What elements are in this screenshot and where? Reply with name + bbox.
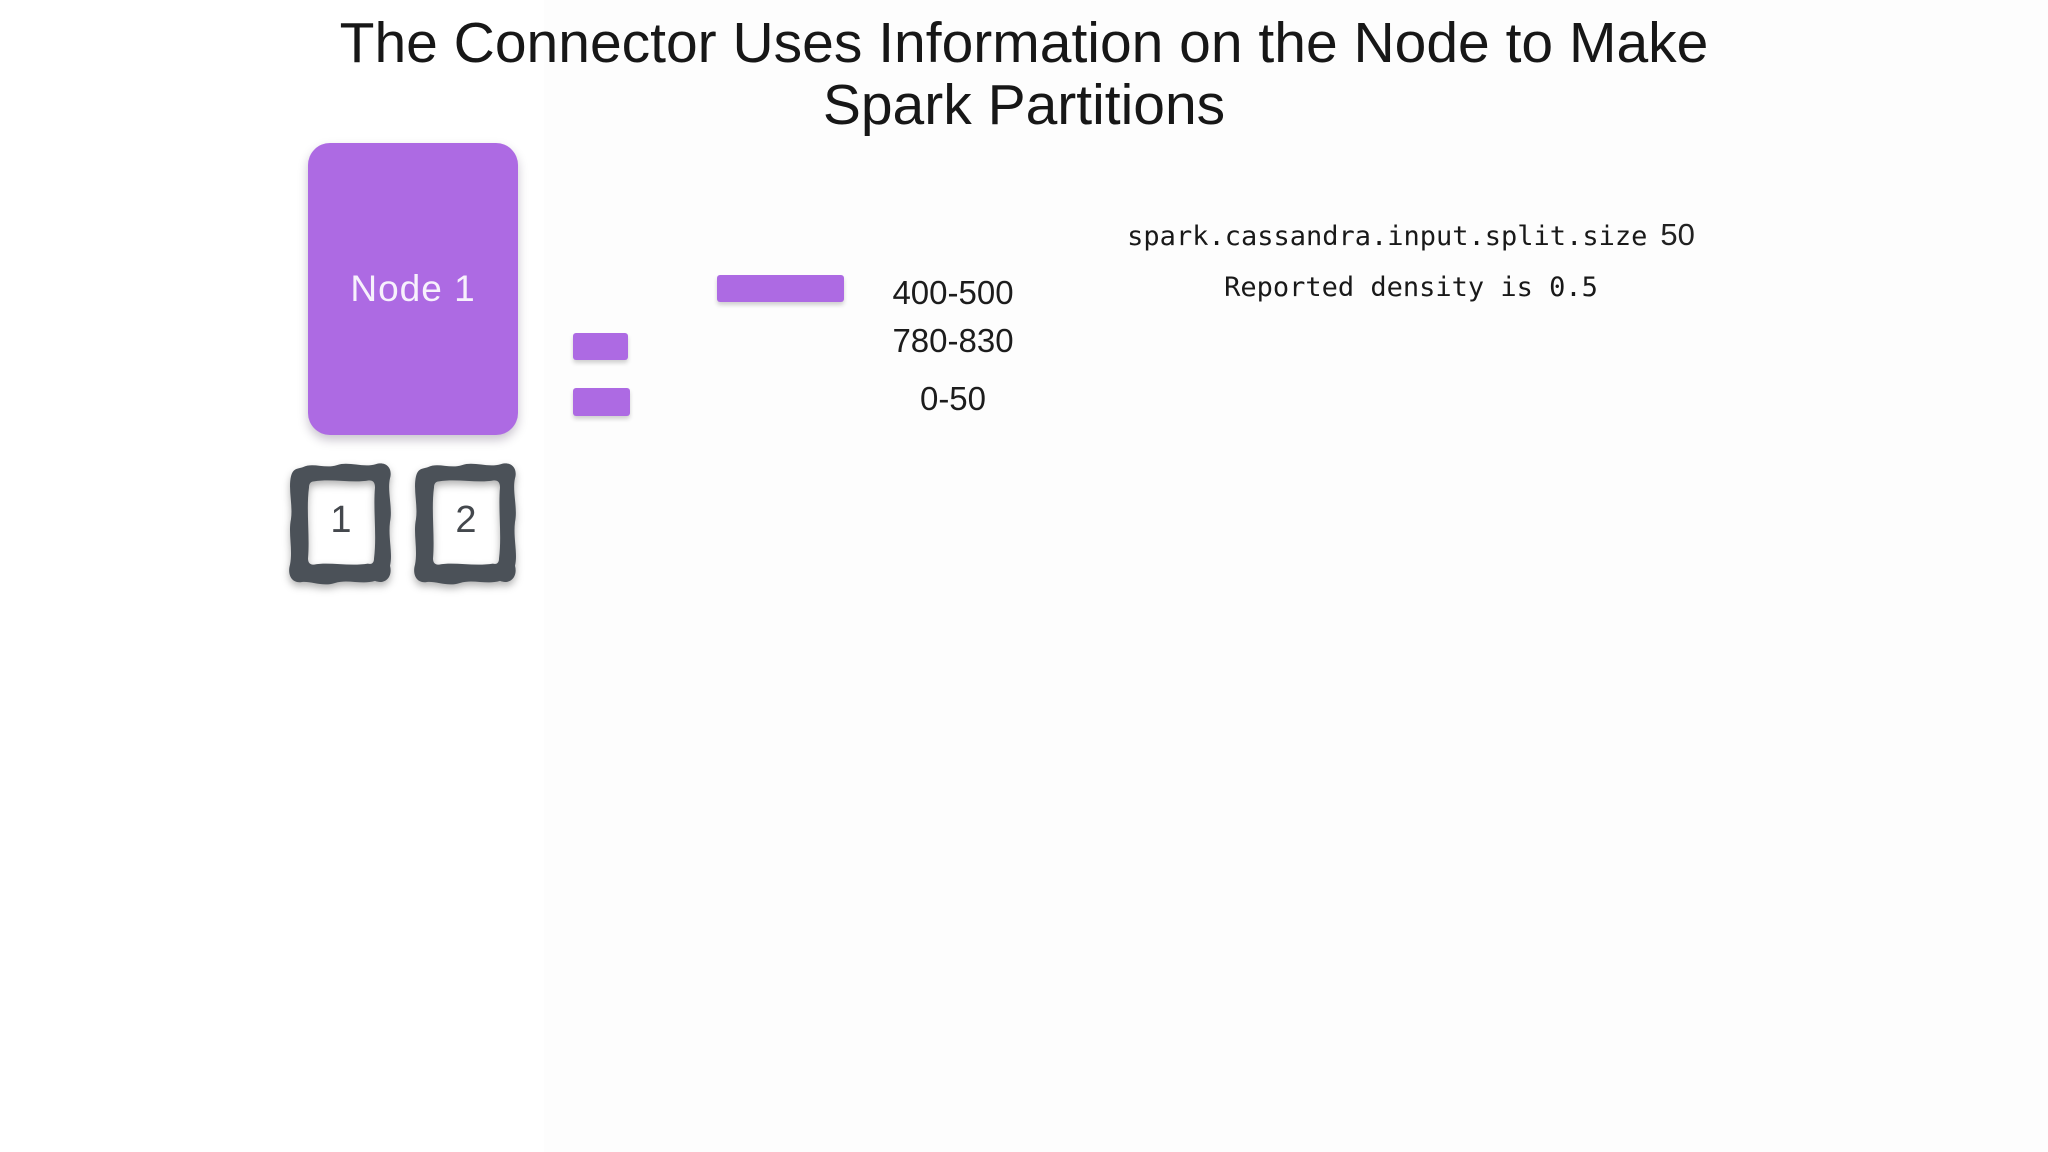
scribble-frame-icon: [414, 463, 516, 585]
config-split-size-line: spark.cassandra.input.split.size 50: [1127, 218, 1695, 254]
config-setting-name: spark.cassandra.input.split.size: [1127, 221, 1648, 252]
token-square-1: 1: [287, 459, 395, 585]
cassandra-node-box: Node 1: [308, 143, 518, 435]
slide-background-band: [544, 0, 2048, 1152]
scribble-frame-icon: [289, 463, 391, 585]
partition-range-label: 400-500: [892, 274, 1014, 311]
token-number: 1: [330, 498, 352, 541]
slide-title: The Connector Uses Information on the No…: [0, 12, 2048, 136]
token-number: 2: [455, 498, 477, 541]
partition-bar-400-500: [717, 275, 844, 302]
slide-title-line2: Spark Partitions: [822, 73, 1226, 137]
partition-range-label: 780-830: [892, 322, 1014, 359]
node-label: Node 1: [350, 268, 476, 309]
config-setting-value: 50: [1660, 217, 1695, 252]
partition-range-label: 0-50: [919, 380, 987, 417]
slide-title-line1: The Connector Uses Information on the No…: [339, 11, 1709, 75]
partition-bar-780-830: [573, 333, 628, 360]
token-square-2: 2: [412, 459, 520, 585]
config-density-line: Reported density is 0.5: [1224, 272, 1598, 303]
partition-bar-0-50: [573, 388, 630, 416]
